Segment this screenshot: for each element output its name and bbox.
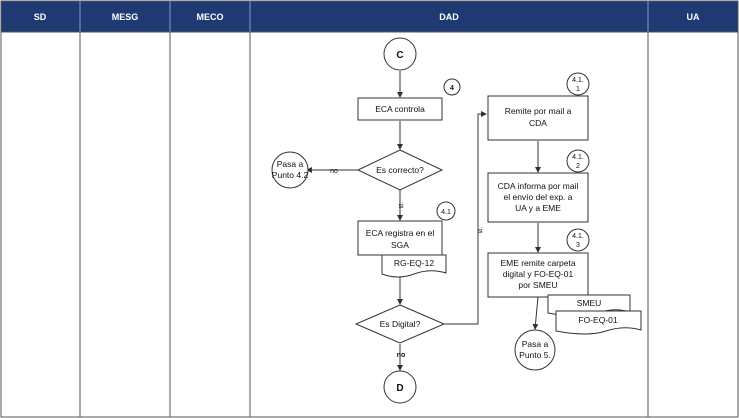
- svg-text:Es Digital?: Es Digital?: [380, 319, 421, 329]
- flow-arrows: [306, 71, 541, 371]
- document-fo-eq-01: FO-EQ-01: [555, 310, 642, 335]
- svg-text:FO-EQ-01: FO-EQ-01: [578, 315, 617, 325]
- svg-text:4.1.: 4.1.: [572, 77, 584, 84]
- svg-text:Punto 4.2: Punto 4.2: [272, 170, 309, 180]
- svg-text:RG-EQ-12: RG-EQ-12: [394, 258, 434, 268]
- svg-text:Pasa a: Pasa a: [277, 159, 304, 169]
- svg-text:EME remite carpeta: EME remite carpeta: [500, 258, 575, 268]
- svg-text:2: 2: [576, 163, 580, 170]
- connector-c: C: [383, 37, 417, 71]
- step-badge-4: 4: [443, 78, 461, 96]
- svg-text:SMEU: SMEU: [577, 298, 602, 308]
- connector-d: D: [383, 370, 417, 404]
- svg-text:UA y a EME: UA y a EME: [515, 203, 561, 213]
- svg-text:CDA informa por mail: CDA informa por mail: [498, 181, 579, 191]
- svg-text:C: C: [396, 50, 403, 61]
- svg-text:ECA registra en el: ECA registra en el: [366, 228, 435, 238]
- document-rg-eq-12: RG-EQ-12: [381, 254, 447, 278]
- svg-text:D: D: [396, 383, 403, 394]
- svg-text:3: 3: [576, 242, 580, 249]
- lane-header-ua: UA: [687, 12, 700, 22]
- svg-text:el envío del exp. a: el envío del exp. a: [504, 192, 573, 202]
- process-eme-remite: EME remite carpeta digital y FO-EQ-01 po…: [487, 252, 589, 298]
- step-badge-41: 4.1: [436, 201, 456, 221]
- decision-es-correcto: Es correcto?: [356, 149, 444, 191]
- label-no: no: [397, 352, 406, 359]
- svg-text:4.1: 4.1: [441, 209, 451, 216]
- label-no: no: [330, 168, 338, 175]
- svg-text:CDA: CDA: [529, 118, 547, 128]
- svg-text:ECA controla: ECA controla: [375, 104, 425, 114]
- svg-text:Es correcto?: Es correcto?: [376, 165, 424, 175]
- header-background: [0, 0, 739, 33]
- lane-header-sd: SD: [34, 12, 47, 22]
- svg-text:1: 1: [576, 86, 580, 93]
- svg-text:4.1.: 4.1.: [572, 233, 584, 240]
- process-remite-mail: Remite por mail a CDA: [487, 95, 589, 141]
- lane-header-meco: MECO: [197, 12, 224, 22]
- svg-text:4: 4: [450, 85, 454, 92]
- label-si: si: [398, 203, 404, 210]
- step-badge-413: 4.1. 3: [566, 228, 590, 252]
- svg-text:SGA: SGA: [391, 240, 409, 250]
- svg-text:Pasa a: Pasa a: [522, 339, 549, 349]
- svg-text:Remite por mail a: Remite por mail a: [505, 106, 572, 116]
- process-cda-informa: CDA informa por mail el envío del exp. a…: [487, 172, 589, 223]
- swimlane-header: SD MESG MECO DAD UA: [0, 0, 739, 33]
- offpage-pasa-5: Pasa a Punto 5.: [514, 329, 556, 371]
- lane-header-mesg: MESG: [112, 12, 139, 22]
- arrow-eme-to-pasa5: [532, 296, 539, 330]
- svg-text:4.1.: 4.1.: [572, 154, 584, 161]
- process-eca-controla: ECA controla: [357, 97, 443, 121]
- decision-es-digital: Es Digital?: [354, 304, 446, 344]
- label-si: si: [477, 228, 483, 235]
- arrow-digital-si: [444, 111, 487, 325]
- offpage-pasa-42: Pasa a Punto 4.2: [271, 151, 309, 189]
- lane-header-dad: DAD: [439, 12, 459, 22]
- svg-text:por SMEU: por SMEU: [518, 280, 557, 290]
- process-eca-registra: ECA registra en el SGA: [357, 220, 443, 256]
- svg-text:Punto 5.: Punto 5.: [519, 350, 551, 360]
- svg-text:digital y FO-EQ-01: digital y FO-EQ-01: [503, 269, 574, 279]
- step-badge-412: 4.1. 2: [566, 149, 590, 173]
- step-badge-411: 4.1. 1: [566, 72, 590, 96]
